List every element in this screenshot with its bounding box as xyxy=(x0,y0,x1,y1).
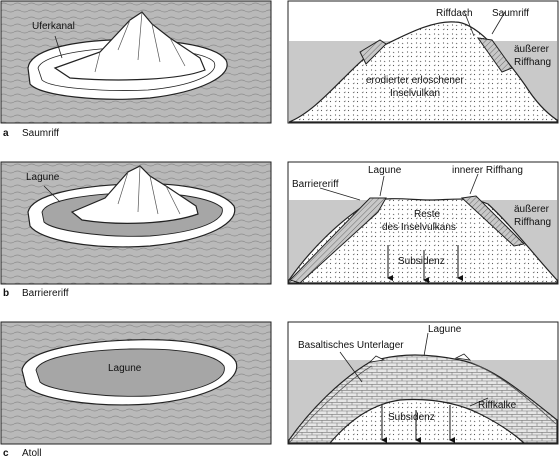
label-innerer-riffhang: innerer Riffhang xyxy=(452,165,523,176)
barrier-reef-right xyxy=(460,195,526,247)
label-aeusserer-a: äußerer xyxy=(514,44,550,55)
panel-a-cross-section xyxy=(287,0,559,124)
label-lagune-c-map: Lagune xyxy=(108,363,142,374)
fringing-reef-right xyxy=(476,37,513,73)
label-inselvulkan: Inselvulkan xyxy=(390,88,440,99)
panel-b: Lagune Lagune innerer Riffhang Barrierer… xyxy=(0,161,559,299)
label-des-inselvulkans: des Inselvulkans xyxy=(382,222,456,233)
panel-a: Uferkanal Riffdach Saumriff äußerer Riff… xyxy=(0,0,559,139)
label-aeusserer-b: äußerer xyxy=(514,204,550,215)
panel-b-cross-section xyxy=(287,161,559,285)
label-barriereriff: Barriereriff xyxy=(292,179,339,190)
panel-c-map xyxy=(0,321,272,445)
island-volcano xyxy=(53,11,206,81)
label-riffhang-a: Riffhang xyxy=(514,57,551,68)
caption-saumriff: Saumriff xyxy=(22,128,59,139)
label-riffdach: Riffdach xyxy=(436,8,473,19)
caption-barriereriff: Barriereriff xyxy=(22,288,69,299)
caption-atoll: Atoll xyxy=(22,448,41,459)
panel-c: Lagune Lagune Basaltisches Unterlager Ri… xyxy=(0,321,559,459)
lagoon-c xyxy=(35,348,225,397)
label-subsidenz-c: Subsidenz xyxy=(388,412,435,423)
label-basaltisches-unterlager: Basaltisches Unterlager xyxy=(298,340,404,351)
fringing-reef-left xyxy=(359,39,387,65)
panel-c-cross-section xyxy=(287,321,559,445)
panel-a-map xyxy=(0,0,272,124)
label-lagune-b-map: Lagune xyxy=(26,172,60,183)
label-riffhang-b: Riffhang xyxy=(514,217,551,228)
basalt-base xyxy=(328,398,526,444)
label-lagune-c: Lagune xyxy=(428,324,462,335)
label-reste: Reste xyxy=(414,209,441,220)
label-riffkalke: Riffkalke xyxy=(478,400,517,411)
island-b xyxy=(70,165,199,224)
caption-letter-a: a xyxy=(3,128,9,139)
label-lagune-b: Lagune xyxy=(368,165,402,176)
label-subsidenz-b: Subsidenz xyxy=(398,256,445,267)
label-uferkanal: Uferkanal xyxy=(32,21,75,32)
caption-letter-c: c xyxy=(3,448,9,459)
caption-letter-b: b xyxy=(3,288,9,299)
label-erodierter: erodierter erloschener xyxy=(366,75,464,86)
barrier-reef-left xyxy=(289,197,387,284)
label-saumriff: Saumriff xyxy=(492,8,529,19)
panel-b-map xyxy=(0,161,272,285)
